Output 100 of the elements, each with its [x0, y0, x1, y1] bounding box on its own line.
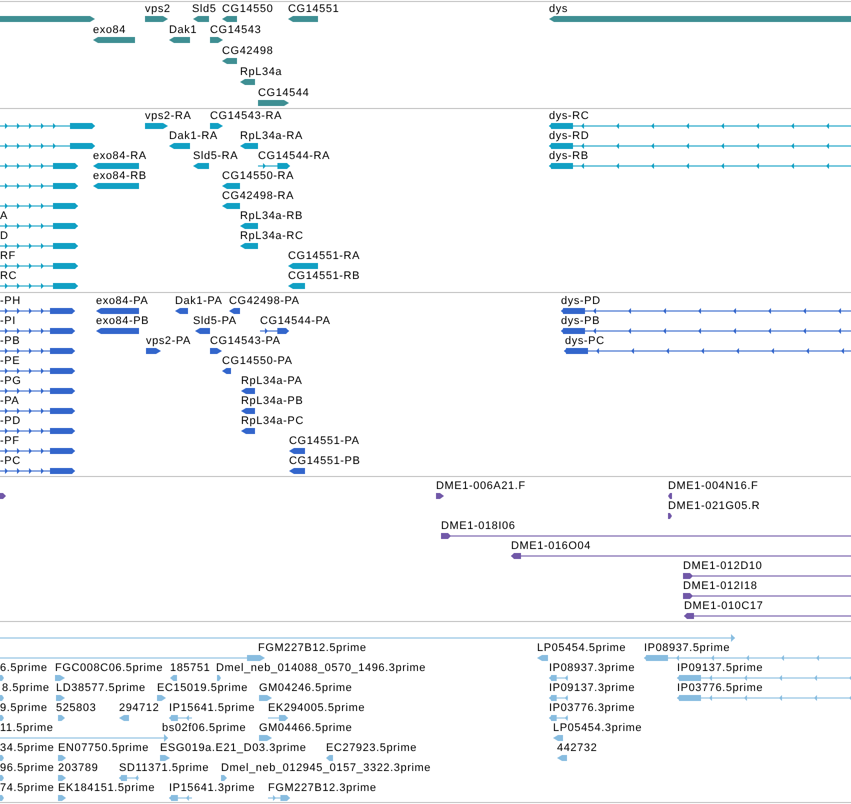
feature-label: CG14551-RB: [288, 270, 360, 283]
feature-label: 11.5prime: [0, 722, 54, 735]
feature-label: -PF: [0, 435, 20, 448]
feature-label: Sld5-PA: [193, 315, 237, 328]
feature-label: dys: [549, 3, 568, 16]
feature-label: dys-RD: [549, 130, 590, 143]
feature-label: -PD: [0, 415, 21, 428]
feature-label: -PI: [0, 315, 16, 328]
feature-label: CG42498: [222, 45, 274, 58]
feature-label: vps2-RA: [145, 110, 192, 123]
feature-label: FGM227B12.5prime: [258, 642, 367, 655]
feature-label: IP08937.3prime: [549, 662, 636, 675]
feature-label: CG42498-PA: [229, 295, 300, 308]
feature-label: dys-RB: [549, 150, 589, 163]
feature-label: exo84-PA: [96, 295, 148, 308]
feature-label: CG14543-PA: [210, 335, 281, 348]
feature-label: LP05454.3prime: [553, 722, 642, 735]
feature-label: 442732: [557, 742, 598, 755]
feature-label: DME1-010C17: [684, 600, 764, 613]
feature-label: ESG019a.E21_D03.3prime: [160, 742, 307, 755]
feature-label: RpL34a-PA: [241, 375, 302, 388]
feature-label: RF: [0, 250, 16, 263]
feature-label: RpL34a-RB: [240, 210, 303, 223]
feature-label: LP05454.5prime: [537, 642, 626, 655]
feature-label: -PB: [0, 335, 20, 348]
feature-label: Dak1-PA: [175, 295, 222, 308]
feature-label: CG14551-RA: [288, 250, 360, 263]
feature-label: 9.5prime: [0, 702, 48, 715]
feature-label: A: [0, 210, 8, 223]
feature-label: Dmel_neb_012945_0157_3322.3prime: [221, 762, 432, 775]
feature-label: CG14544-RA: [258, 150, 330, 163]
feature-label: -PH: [0, 295, 21, 308]
feature-label: vps2: [145, 3, 171, 16]
feature-label: 185751: [170, 662, 210, 675]
feature-label: EK184151.5prime: [58, 782, 156, 795]
feature-label: Sld5: [192, 3, 216, 16]
feature-label: LD38577.5prime: [56, 682, 146, 695]
feature-label: CG14551-PB: [289, 455, 360, 468]
feature-label: 294712: [119, 702, 160, 715]
feature-label: CG14544-PA: [260, 315, 331, 328]
feature-label: DME1-012D10: [683, 560, 762, 573]
feature-label: CG14550-RA: [222, 170, 294, 183]
feature-label: dys-RC: [549, 110, 590, 123]
feature-label: RpL34a-PB: [241, 395, 304, 408]
feature-label: EK294005.5prime: [268, 702, 366, 715]
feature-label: DME1-004N16.F: [668, 480, 758, 493]
feature-label: Sld5-RA: [193, 150, 238, 163]
feature-label: RC: [0, 270, 18, 283]
feature-label: DME1-006A21.F: [436, 480, 526, 493]
feature-label: SD11371.5prime: [119, 762, 210, 775]
feature-label: -PG: [0, 375, 22, 388]
feature-label: 6.5prime: [0, 662, 48, 675]
feature-label: CG14544: [258, 87, 310, 100]
feature-label: IP08937.5prime: [644, 642, 730, 655]
feature-label: CG14551: [288, 3, 340, 16]
feature-label: CG14550: [222, 3, 274, 16]
feature-label: CG14550-PA: [222, 355, 293, 368]
feature-label: EN07750.5prime: [58, 742, 149, 755]
feature-label: EC27923.5prime: [326, 742, 417, 755]
feature-label: IP09137.3prime: [549, 682, 636, 695]
feature-label: CG14543-RA: [210, 110, 282, 123]
feature-label: 203789: [58, 762, 98, 775]
feature-label: IP03776.3prime: [549, 702, 636, 715]
feature-label: FGM227B12.3prime: [268, 782, 377, 795]
feature-label: 34.5prime: [0, 742, 54, 755]
feature-label: -PC: [0, 455, 21, 468]
feature-label: RpL34a-RA: [240, 130, 303, 143]
feature-label: GM04466.5prime: [259, 722, 352, 735]
feature-label: IP09137.5prime: [677, 662, 764, 675]
feature-label: RpL34a: [240, 66, 282, 79]
feature-label: RpL34a-RC: [240, 230, 304, 243]
feature-label: 8.5prime: [2, 682, 50, 695]
feature-label: RpL34a-PC: [241, 415, 304, 428]
feature-label: DME1-018I06: [441, 520, 516, 533]
feature-label: CG14551-PA: [289, 435, 360, 448]
feature-label: vps2-PA: [146, 335, 191, 348]
feature-label: -PA: [0, 395, 20, 408]
feature-label: exo84: [93, 24, 126, 37]
feature-label: -PE: [0, 355, 20, 368]
feature-label: CG14543: [210, 24, 262, 37]
feature-label: dys-PC: [565, 335, 605, 348]
feature-label: dys-PB: [561, 315, 600, 328]
feature-label: D: [0, 230, 9, 243]
feature-label: DME1-021G05.R: [668, 500, 760, 513]
feature-label: 525803: [56, 702, 96, 715]
feature-label: dys-PD: [561, 295, 601, 308]
feature-label: exo84-RA: [93, 150, 147, 163]
feature-label: EC15019.5prime: [157, 682, 248, 695]
feature-label: IP15641.3prime: [169, 782, 256, 795]
feature-label: exo84-RB: [93, 170, 147, 183]
feature-label: IP03776.5prime: [677, 682, 764, 695]
feature-label: Dak1-RA: [169, 130, 218, 143]
feature-label: CG42498-RA: [222, 190, 294, 203]
feature-label: 96.5prime: [0, 762, 54, 775]
feature-label: GM04246.5prime: [259, 682, 352, 695]
feature-label: exo84-PB: [96, 315, 150, 328]
feature-label: FGC008C06.5prime: [55, 662, 164, 675]
feature-label: 74.5prime: [0, 782, 54, 795]
feature-label: Dak1: [169, 24, 198, 37]
feature-label: Dmel_neb_014088_0570_1496.3prime: [216, 662, 426, 675]
